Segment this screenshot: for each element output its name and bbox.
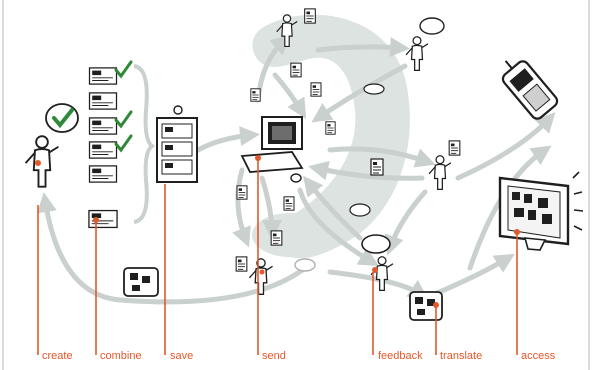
computer-marker-dot — [255, 155, 261, 161]
person-icon — [428, 155, 452, 191]
document-icon — [448, 140, 461, 156]
feedback-marker-dot — [372, 267, 378, 273]
document-icon — [304, 8, 316, 24]
document-icon — [250, 88, 261, 102]
speech-bubble-icon — [363, 83, 385, 95]
access-group — [498, 60, 584, 251]
speech-bubble-icon — [361, 234, 391, 254]
speech-bubble-icon — [419, 17, 445, 35]
person-icon — [24, 135, 60, 188]
document-icon — [236, 185, 248, 200]
document-icon — [283, 196, 295, 211]
form-marker-dot — [93, 217, 99, 223]
form-stack-icon — [88, 117, 118, 135]
document-icon — [370, 158, 384, 176]
form-stack-icon — [88, 209, 118, 229]
flow-arrow-icon — [308, 160, 425, 181]
display-stand — [523, 237, 547, 251]
step-label-combine: combine — [100, 350, 142, 362]
form-stack-icon — [88, 165, 118, 183]
flow-arrow-icon — [311, 63, 408, 123]
form-stack-icon — [88, 67, 118, 85]
step-label-create: create — [42, 350, 73, 362]
document-icon — [235, 256, 248, 272]
person-head — [173, 105, 183, 115]
background-blob — [252, 14, 410, 259]
step-label-access: access — [521, 350, 556, 362]
leader-lines — [37, 160, 518, 355]
flow-arrow-icon — [315, 37, 410, 58]
step-label-send: send — [262, 350, 286, 362]
speech-bubble-icon — [45, 103, 79, 133]
person-marker-dot — [259, 269, 265, 275]
recipients-group — [248, 14, 452, 296]
send-group — [240, 116, 304, 183]
keyboard-icon — [240, 151, 304, 173]
flow-arrow-icon — [455, 112, 556, 181]
flow-arrow-icon — [297, 187, 379, 267]
flow-arrow-icon — [272, 72, 307, 119]
document-icon — [290, 62, 302, 78]
flow-arrow-icon — [36, 192, 308, 305]
document-icon — [270, 230, 283, 246]
checkmark-icon — [52, 108, 74, 129]
flow-arrow-icon — [259, 175, 282, 240]
translate-marker-dot — [433, 302, 439, 308]
form-stack-icon — [88, 141, 118, 159]
mouse-icon — [290, 173, 302, 183]
document-icon — [310, 82, 322, 97]
document-icon — [325, 121, 336, 135]
checkmark-icon — [114, 110, 133, 129]
combine-group — [88, 60, 156, 229]
save-group — [156, 105, 198, 183]
checkmark-icon — [114, 134, 133, 153]
feedback-group — [349, 203, 394, 292]
flow-arrow-icon — [384, 189, 428, 256]
step-label-translate: translate — [440, 350, 483, 362]
person-icon — [405, 36, 429, 72]
checkmark-icon — [114, 60, 133, 79]
screen-marker-dot — [514, 229, 520, 235]
globe-icon — [294, 258, 316, 272]
flow-arrow-icon — [232, 167, 251, 248]
speech-bubble-icon — [349, 203, 371, 217]
flow-arrow-icon — [327, 269, 429, 300]
person-marker-dot — [35, 160, 41, 166]
step-label-feedback: feedback — [378, 350, 423, 362]
create-group — [24, 103, 79, 188]
flow-arrow-icon — [327, 146, 436, 168]
translate-group — [123, 267, 443, 321]
mobile-phone-icon — [501, 60, 559, 120]
form-stack-icon — [88, 92, 118, 110]
flow-arrow-icon — [303, 175, 363, 241]
form-stack-icon — [123, 267, 159, 297]
bracket-icon — [133, 64, 156, 224]
flow-arrow-icon — [195, 126, 260, 153]
display-glow-lines — [572, 171, 584, 231]
step-label-save: save — [170, 350, 194, 362]
